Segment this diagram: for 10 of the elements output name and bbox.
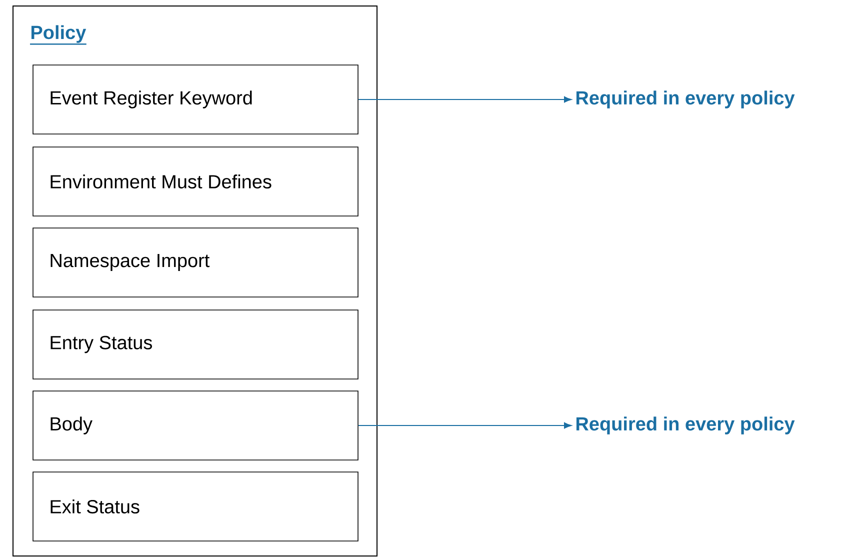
note-label: Required in every policy [576, 90, 795, 108]
section-box: Namespace Import [32, 228, 358, 298]
section-box: Event Register Keyword [32, 64, 358, 134]
arrow [358, 96, 572, 103]
note-label: Required in every policy [576, 416, 795, 434]
section-box: Entry Status [32, 310, 358, 380]
section-box: Exit Status [32, 472, 358, 542]
section-box: Body [32, 390, 358, 460]
section-box: Environment Must Defines [32, 146, 358, 216]
arrow [358, 422, 572, 429]
